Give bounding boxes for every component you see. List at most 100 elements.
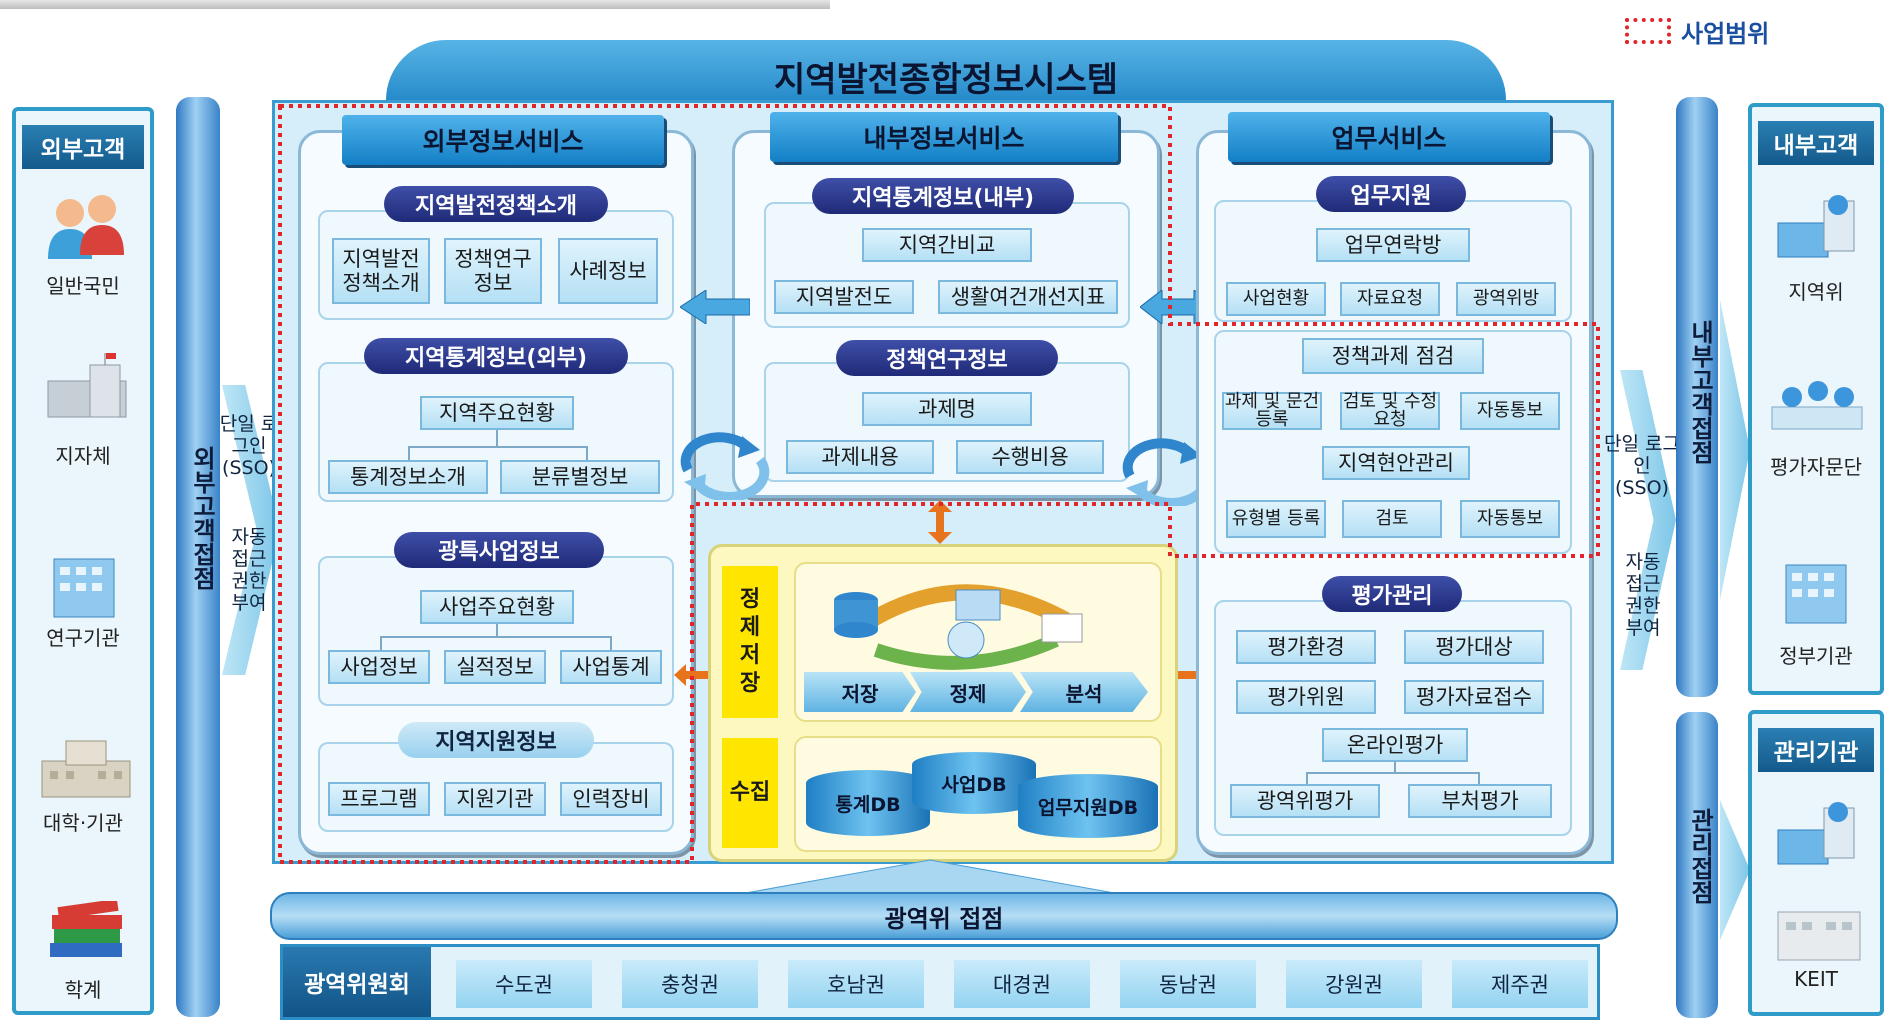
item-box: 생활여건개선지표: [938, 280, 1118, 314]
flow-step: 저장: [804, 672, 916, 712]
research-building-icon: [46, 551, 126, 621]
group-title: 지역현안관리: [1322, 446, 1470, 480]
analysis-cycle-icon: [816, 570, 1096, 670]
top-strip: [0, 0, 830, 9]
item-box: 자료요청: [1340, 282, 1440, 316]
group-title: 평가관리: [1322, 576, 1462, 612]
tree-connector: [496, 624, 498, 636]
external-contact-pipe: [176, 97, 220, 1017]
item-box: 평가자료접수: [1404, 680, 1544, 714]
legend-label: 사업범위: [1681, 20, 1770, 48]
database-cylinder: 통계DB: [806, 770, 930, 836]
vertical-double-arrow-icon: [928, 500, 952, 544]
internal-customer-panel: 내부고객 지역위 평가자문단 정부기관: [1748, 103, 1884, 695]
customer-label: 평가자문단: [1770, 454, 1862, 479]
region-item[interactable]: 호남권: [788, 960, 924, 1008]
region-item[interactable]: 충청권: [622, 960, 758, 1008]
internal-customer-header: 내부고객: [1758, 121, 1874, 165]
item-box: 평가대상: [1404, 630, 1544, 664]
group-title: 정책연구정보: [836, 340, 1058, 376]
item-box: 지역발전도: [774, 280, 914, 314]
item-box: 유형별 등록: [1226, 500, 1326, 538]
meeting-icon: [1768, 373, 1866, 443]
customer-label: 지역위: [1788, 279, 1844, 304]
group-title: 지역지원정보: [398, 722, 594, 758]
root-box: 지역간비교: [862, 228, 1032, 262]
government-building-icon: [1778, 557, 1858, 627]
item-box: 실적정보: [444, 650, 546, 684]
project-scope-boundary: [272, 100, 1614, 870]
region-item[interactable]: 수도권: [456, 960, 592, 1008]
external-sso-label: 단일 로그인 (SSO): [219, 413, 279, 479]
item-box: 사업통계: [560, 650, 662, 684]
external-service-title: 외부정보서비스: [342, 115, 664, 165]
item-box: 프로그램: [328, 782, 430, 816]
item-box: 인력장비: [560, 782, 662, 816]
work-service-title: 업무서비스: [1228, 112, 1550, 162]
item-box: 과제 및 문건등록: [1222, 392, 1322, 430]
management-org-header: 관리기관: [1758, 728, 1874, 772]
region-item[interactable]: 제주권: [1452, 960, 1588, 1008]
item-box: 검토: [1342, 500, 1442, 538]
region-item[interactable]: 동남권: [1120, 960, 1256, 1008]
item-box: 지역발전 정책소개: [332, 238, 430, 304]
database-cylinder: 사업DB: [912, 752, 1036, 814]
management-org-panel: 관리기관 KEIT: [1748, 710, 1884, 1016]
item-box: 자동통보: [1460, 392, 1560, 430]
internal-contact-label: 내부고객접점: [1686, 320, 1714, 464]
management-contact-label: 관리접점: [1686, 808, 1714, 904]
building-icon: [1774, 902, 1864, 962]
item-box: 광역위평가: [1230, 784, 1380, 818]
bus-label: 광역위 접점: [884, 904, 1004, 933]
group-title: 지역통계정보(외부): [364, 338, 628, 374]
external-auto-label: 자동 접근 권한 부여: [231, 526, 267, 614]
item-box: 검토 및 수정요청: [1340, 392, 1440, 430]
people-icon: [40, 191, 134, 261]
root-box: 과제명: [862, 392, 1032, 426]
flow-step: 정제: [910, 672, 1026, 712]
region-item[interactable]: 대경권: [954, 960, 1090, 1008]
region-item[interactable]: 강원권: [1286, 960, 1422, 1008]
internal-service-title: 내부정보서비스: [770, 112, 1118, 162]
management-contact-pipe: [1676, 712, 1718, 1018]
internal-contact-pipe: [1676, 97, 1718, 697]
regional-committee-header: 광역위원회: [283, 947, 431, 1017]
customer-label: KEIT: [1794, 967, 1838, 991]
group-title: 정책과제 점검: [1302, 338, 1484, 374]
item-box: 사업정보: [328, 650, 430, 684]
legend-dotted-box-icon: [1625, 18, 1671, 44]
tree-connector: [1306, 772, 1480, 784]
collect-label: 수집: [722, 738, 778, 848]
root-box: 사업주요현황: [420, 590, 574, 624]
group-title: 업무지원: [1316, 176, 1466, 212]
item-box: 자동통보: [1460, 500, 1560, 538]
tree-connector: [408, 446, 588, 460]
customer-label: 대학·기관: [43, 810, 123, 835]
internal-sso-label: 단일 로그인 (SSO): [1604, 433, 1680, 499]
customer-label: 일반국민: [46, 273, 120, 298]
item-box: 과제내용: [786, 440, 934, 474]
flow-step: 분석: [1020, 672, 1148, 712]
university-icon: [36, 731, 136, 801]
system-title-dome: [386, 40, 1506, 110]
external-contact-label: 외부고객접점: [188, 446, 216, 590]
item-box: 광역위방: [1456, 282, 1556, 316]
root-box: 지역주요현황: [420, 396, 574, 430]
sync-icon: [668, 430, 778, 502]
customer-label: 정부기관: [1779, 643, 1853, 668]
workstation-icon: [1772, 193, 1862, 263]
external-customer-header: 외부고객: [22, 125, 144, 169]
item-box: 평가위원: [1236, 680, 1376, 714]
refine-store-label: 정제 저장: [722, 566, 778, 718]
customer-label: 지자체: [55, 443, 111, 468]
group-title: 지역발전정책소개: [384, 186, 608, 222]
tree-connector: [496, 430, 498, 446]
external-customer-panel: 외부고객 일반국민 지자체 연구기관 대학·기관 학계: [12, 107, 154, 1015]
tree-connector: [380, 636, 612, 650]
item-box: 사업현황: [1226, 282, 1326, 316]
database-cylinder: 업무지원DB: [1018, 774, 1158, 838]
internal-auto-label: 자동 접근 권한 부여: [1625, 551, 1661, 639]
item-box: 평가환경: [1236, 630, 1376, 664]
root-box: 업무연락방: [1316, 228, 1470, 262]
legend: 사업범위: [1625, 10, 1785, 50]
